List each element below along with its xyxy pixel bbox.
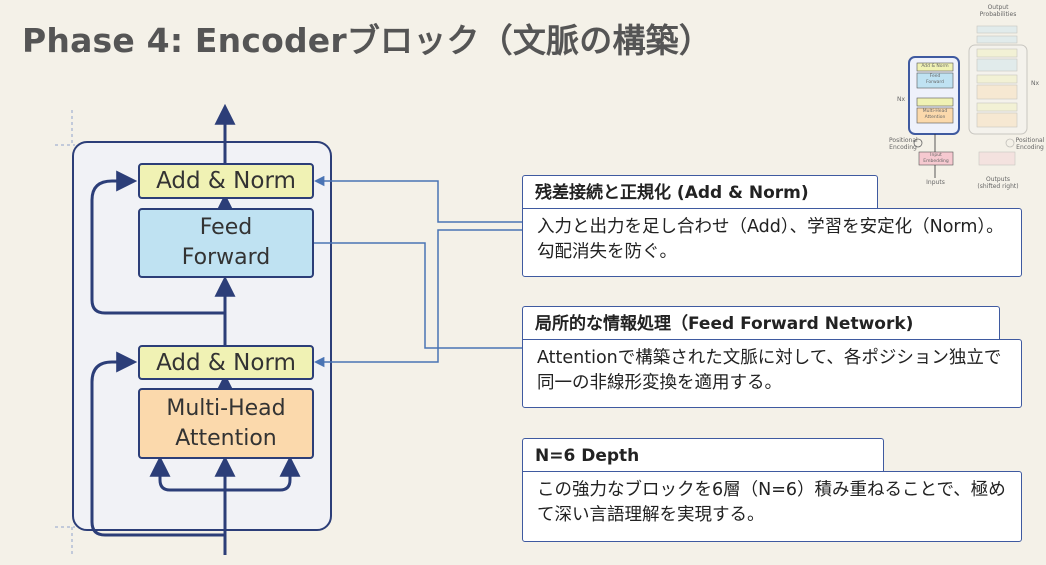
add-norm-bottom-block: Add & Norm [138,345,314,380]
thumb-feed-forward: Feed Forward [925,74,945,85]
multi-head-attention-block: Multi-Head Attention [138,388,314,459]
thumb-outputs: Outputs (shifted right) [977,176,1019,190]
thumb-output-probabilities: Output Probabilities [979,4,1017,18]
thumb-add-norm: Add & Norm [921,64,949,69]
thumb-nx-left: Nx [896,96,906,103]
feed-forward-block: Feed Forward [138,208,314,278]
callout-add-norm: 残差接続と正規化 (Add & Norm) 入力と出力を足し合わせ（Add）、学… [522,175,1022,277]
thumb-multi-head-attention: Multi-Head Attention [922,109,948,120]
callout-feed-forward: 局所的な情報処理（Feed Forward Network) Attention… [522,306,1022,408]
callout-heading: 局所的な情報処理（Feed Forward Network) [522,306,1000,340]
callout-connectors [313,175,522,368]
thumb-positional-encoding-right: Positional Encoding [1015,137,1045,151]
page-title: Phase 4: Encoderブロック（文脈の構築） [22,21,713,60]
attention-forks [149,455,301,492]
callout-body: この強力なブロックを6層（N=6）積み重ねることで、極めて深い言語理解を実現する… [522,471,1022,542]
transformer-thumbnail: Output Probabilities Nx Nx Positional En… [889,0,1046,190]
add-norm-top-block: Add & Norm [138,163,314,199]
thumb-inputs: Inputs [926,179,945,186]
callout-body: Attentionで構築された文脈に対して、各ポジション独立で同一の非線形変換を… [522,339,1022,408]
callout-heading: 残差接続と正規化 (Add & Norm) [522,175,878,209]
thumb-nx-right: Nx [1030,80,1040,87]
callout-body: 入力と出力を足し合わせ（Add）、学習を安定化（Norm）。勾配消失を防ぐ。 [522,208,1022,277]
encoder-container [72,141,332,531]
callout-heading: N=6 Depth [522,438,884,472]
thumb-positional-encoding-left: Positional Encoding [889,137,918,151]
callout-depth: N=6 Depth この強力なブロックを6層（N=6）積み重ねることで、極めて深… [522,438,1022,542]
thumbnail-drawing [908,25,1028,178]
guide-lines [55,110,75,555]
thumb-input-embedding: Input Embedding [923,153,949,164]
residual-connections [90,170,225,537]
